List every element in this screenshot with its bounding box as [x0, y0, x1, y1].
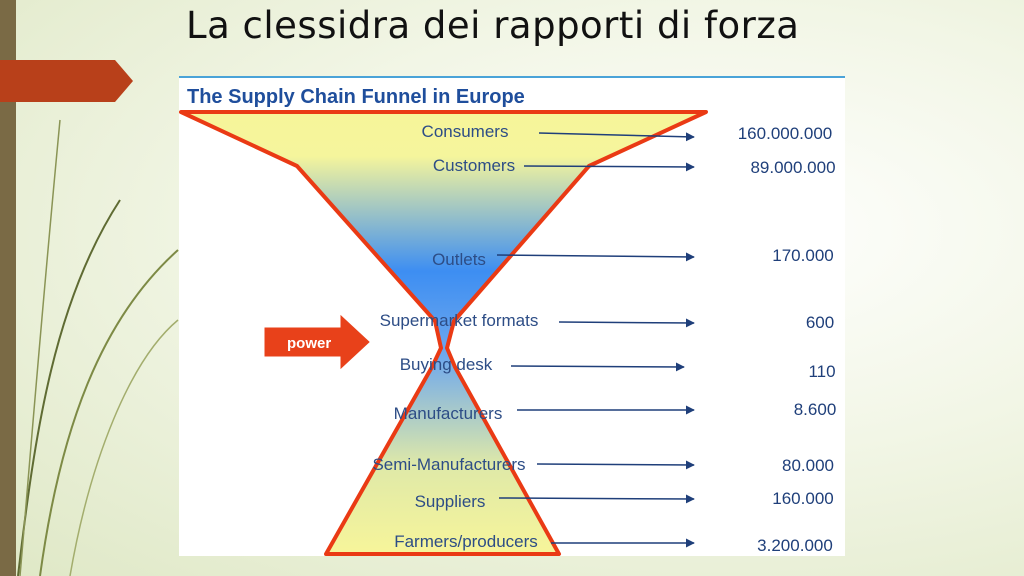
- level-label-buying-desk: Buying desk: [399, 355, 493, 374]
- slide-title: La clessidra dei rapporti di forza: [186, 4, 800, 47]
- slide-marker-arrow-icon: [0, 60, 133, 102]
- supply-chain-funnel-panel: The Supply Chain Funnel in Europe: [179, 76, 845, 556]
- level-label-manufacturers: Manufacturers: [393, 404, 503, 423]
- level-value-supermarket-formats: 600: [805, 313, 835, 332]
- left-accent-bar: [0, 0, 16, 576]
- power-arrow-icon: [264, 314, 370, 370]
- level-value-farmers-producers: 3.200.000: [757, 536, 833, 555]
- level-label-suppliers: Suppliers: [414, 492, 486, 511]
- panel-title: The Supply Chain Funnel in Europe: [187, 86, 525, 108]
- level-label-customers: Customers: [432, 156, 516, 175]
- level-label-farmers-producers: Farmers/producers: [394, 532, 538, 551]
- level-value-outlets: 170.000: [772, 246, 834, 265]
- level-arrows: [496, 132, 695, 548]
- level-label-semi-manufacturers: Semi-Manufacturers: [372, 455, 526, 474]
- level-label-supermarket-formats: Supermarket formats: [379, 311, 539, 330]
- decorative-curves: [17, 119, 179, 576]
- level-value-manufacturers: 8.600: [793, 400, 837, 419]
- level-value-buying-desk: 110: [808, 362, 836, 381]
- power-label: power: [287, 335, 332, 352]
- level-value-customers: 89.000.000: [750, 158, 836, 177]
- hourglass-funnel: [179, 110, 708, 556]
- level-label-consumers: Consumers: [421, 122, 509, 141]
- level-value-suppliers: 160.000: [772, 489, 834, 508]
- level-label-outlets: Outlets: [432, 250, 486, 269]
- funnel-shape: [179, 110, 708, 556]
- level-value-consumers: 160.000.000: [737, 124, 833, 143]
- level-value-semi-manufacturers: 80.000: [782, 456, 834, 475]
